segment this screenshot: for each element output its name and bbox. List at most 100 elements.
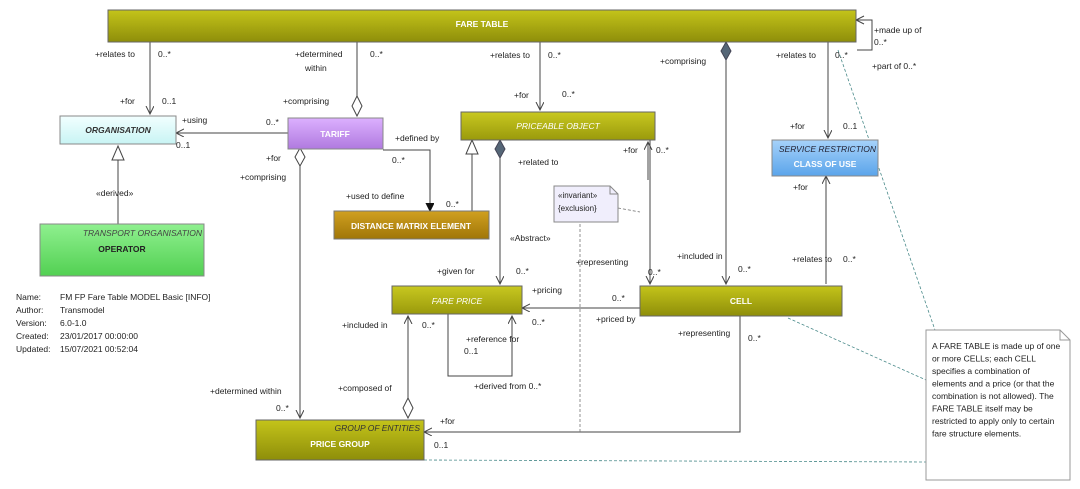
invariant-fold: [609, 186, 618, 195]
price-group-box[interactable]: [255, 419, 425, 461]
label: +for: [514, 90, 529, 100]
note-box[interactable]: [925, 329, 1071, 481]
priceable-object-name: PRICEABLE OBJECT: [516, 121, 600, 131]
fare-price-box[interactable]: [391, 285, 523, 315]
operator-stereotype: TRANSPORT ORGANISATION: [83, 228, 203, 238]
label: 0..*: [612, 293, 625, 303]
operator-name: OPERATOR: [98, 244, 145, 254]
cell-box[interactable]: [639, 285, 843, 317]
class-fare-table[interactable]: FARE TABLE: [107, 9, 857, 43]
info-updated-label: Updated:: [16, 344, 51, 354]
class-organisation[interactable]: ORGANISATION: [59, 115, 177, 145]
label: +included in: [677, 251, 723, 261]
label: 0..*: [516, 266, 529, 276]
label: 0..*: [422, 320, 435, 330]
fare-table-box[interactable]: [107, 9, 857, 43]
invariant-line-1-text: «invariant»: [558, 191, 598, 200]
class-distance-matrix[interactable]: DISTANCE MATRIX ELEMENT: [333, 210, 490, 240]
tariff-ft-diamond: [351, 94, 363, 118]
label: 0..*: [738, 264, 751, 274]
label: 0..*: [392, 155, 405, 165]
info-created-label: Created:: [16, 331, 49, 341]
info-updated-value: 15/07/2021 00:52:04: [60, 344, 138, 354]
distance-matrix-box[interactable]: [333, 210, 490, 240]
label: +for: [623, 145, 638, 155]
label: +composed of: [338, 383, 392, 393]
label: +used to define: [346, 191, 405, 201]
label: +derived from 0..*: [474, 381, 542, 391]
organisation-box[interactable]: [59, 115, 177, 145]
tariff-dm-line: [383, 149, 430, 211]
label: +comprising: [240, 172, 286, 182]
label: within: [304, 63, 327, 73]
class-fare-price[interactable]: FARE PRICE: [391, 285, 523, 315]
cell-pg-line: [424, 316, 741, 432]
ft-self-line: [856, 19, 873, 51]
info-author-label: Author:: [16, 305, 43, 315]
class-tariff[interactable]: TARIFF: [287, 117, 384, 150]
label: «Abstract»: [510, 233, 551, 243]
label: +defined by: [395, 133, 440, 143]
label: +related to: [518, 157, 559, 167]
label: +relates to: [95, 49, 135, 59]
service-restriction-stereotype: SERVICE RESTRICTION: [779, 144, 877, 154]
ft-cell-diamond: [720, 40, 732, 62]
note-line: fare structure elements.: [932, 429, 1021, 439]
service-restriction-name: CLASS OF USE: [794, 159, 857, 169]
info-name-value: FM FP Fare Table MODEL Basic [INFO]: [60, 292, 211, 302]
label: 0..*: [656, 145, 669, 155]
label: +for: [266, 153, 281, 163]
tariff-box[interactable]: [287, 117, 384, 150]
priceable-object-box[interactable]: [460, 111, 656, 141]
label: 0..1: [843, 121, 857, 131]
label: 0..*: [562, 89, 575, 99]
label: +for: [440, 416, 455, 426]
cell-name: CELL: [730, 296, 752, 306]
label: +relates to: [792, 254, 832, 264]
note-line: or more CELLs; each CELL: [932, 354, 1036, 364]
label: 0..1: [434, 440, 448, 450]
info-created-value: 23/01/2017 00:00:00: [60, 331, 138, 341]
invariant-box[interactable]: [553, 185, 619, 223]
association-labels: +relates to 0..* +for 0..1 +determined w…: [95, 25, 922, 450]
pg-fp-diamond: [402, 396, 414, 420]
label: 0..*: [874, 37, 887, 47]
class-cell[interactable]: CELL: [639, 285, 843, 317]
connectors: [111, 15, 936, 463]
label: +given for: [437, 266, 475, 276]
info-version-label: Version:: [16, 318, 47, 328]
label: 0..*: [843, 254, 856, 264]
info-name-label: Name:: [16, 292, 41, 302]
label: 0..*: [370, 49, 383, 59]
invariant-constraint[interactable]: «invariant» {exclusion}: [553, 185, 619, 223]
label: 0..*: [548, 50, 561, 60]
label: +made up of: [874, 25, 922, 35]
info-version-value: 6.0-1.0: [60, 318, 87, 328]
tariff-pg-diamond: [294, 146, 306, 168]
note-anchor-1: [837, 49, 936, 331]
label: +representing: [576, 257, 628, 267]
label: +comprising: [283, 96, 329, 106]
label: +reference for: [466, 334, 519, 344]
label: +for: [790, 121, 805, 131]
operator-box[interactable]: [39, 223, 205, 277]
fare-price-name: FARE PRICE: [432, 296, 483, 306]
invariant-line-2: [617, 207, 641, 213]
op-org-triangle: [111, 144, 125, 161]
class-priceable-object[interactable]: PRICEABLE OBJECT: [460, 111, 656, 141]
po-fp-diamond: [494, 138, 506, 160]
class-service-restriction[interactable]: SERVICE RESTRICTION CLASS OF USE: [771, 139, 879, 177]
diagram-info: Name: FM FP Fare Table MODEL Basic [INFO…: [16, 292, 211, 354]
service-restriction-box[interactable]: [771, 139, 879, 177]
note-anchor-3: [423, 459, 927, 463]
label: +relates to: [776, 50, 816, 60]
note-fold: [1059, 330, 1070, 341]
label: +using: [182, 115, 208, 125]
class-operator[interactable]: TRANSPORT ORGANISATION OPERATOR: [39, 223, 205, 277]
tariff-name: TARIFF: [320, 129, 350, 139]
label: 0..*: [276, 403, 289, 413]
class-price-group[interactable]: GROUP OF ENTITIES PRICE GROUP: [255, 419, 425, 461]
